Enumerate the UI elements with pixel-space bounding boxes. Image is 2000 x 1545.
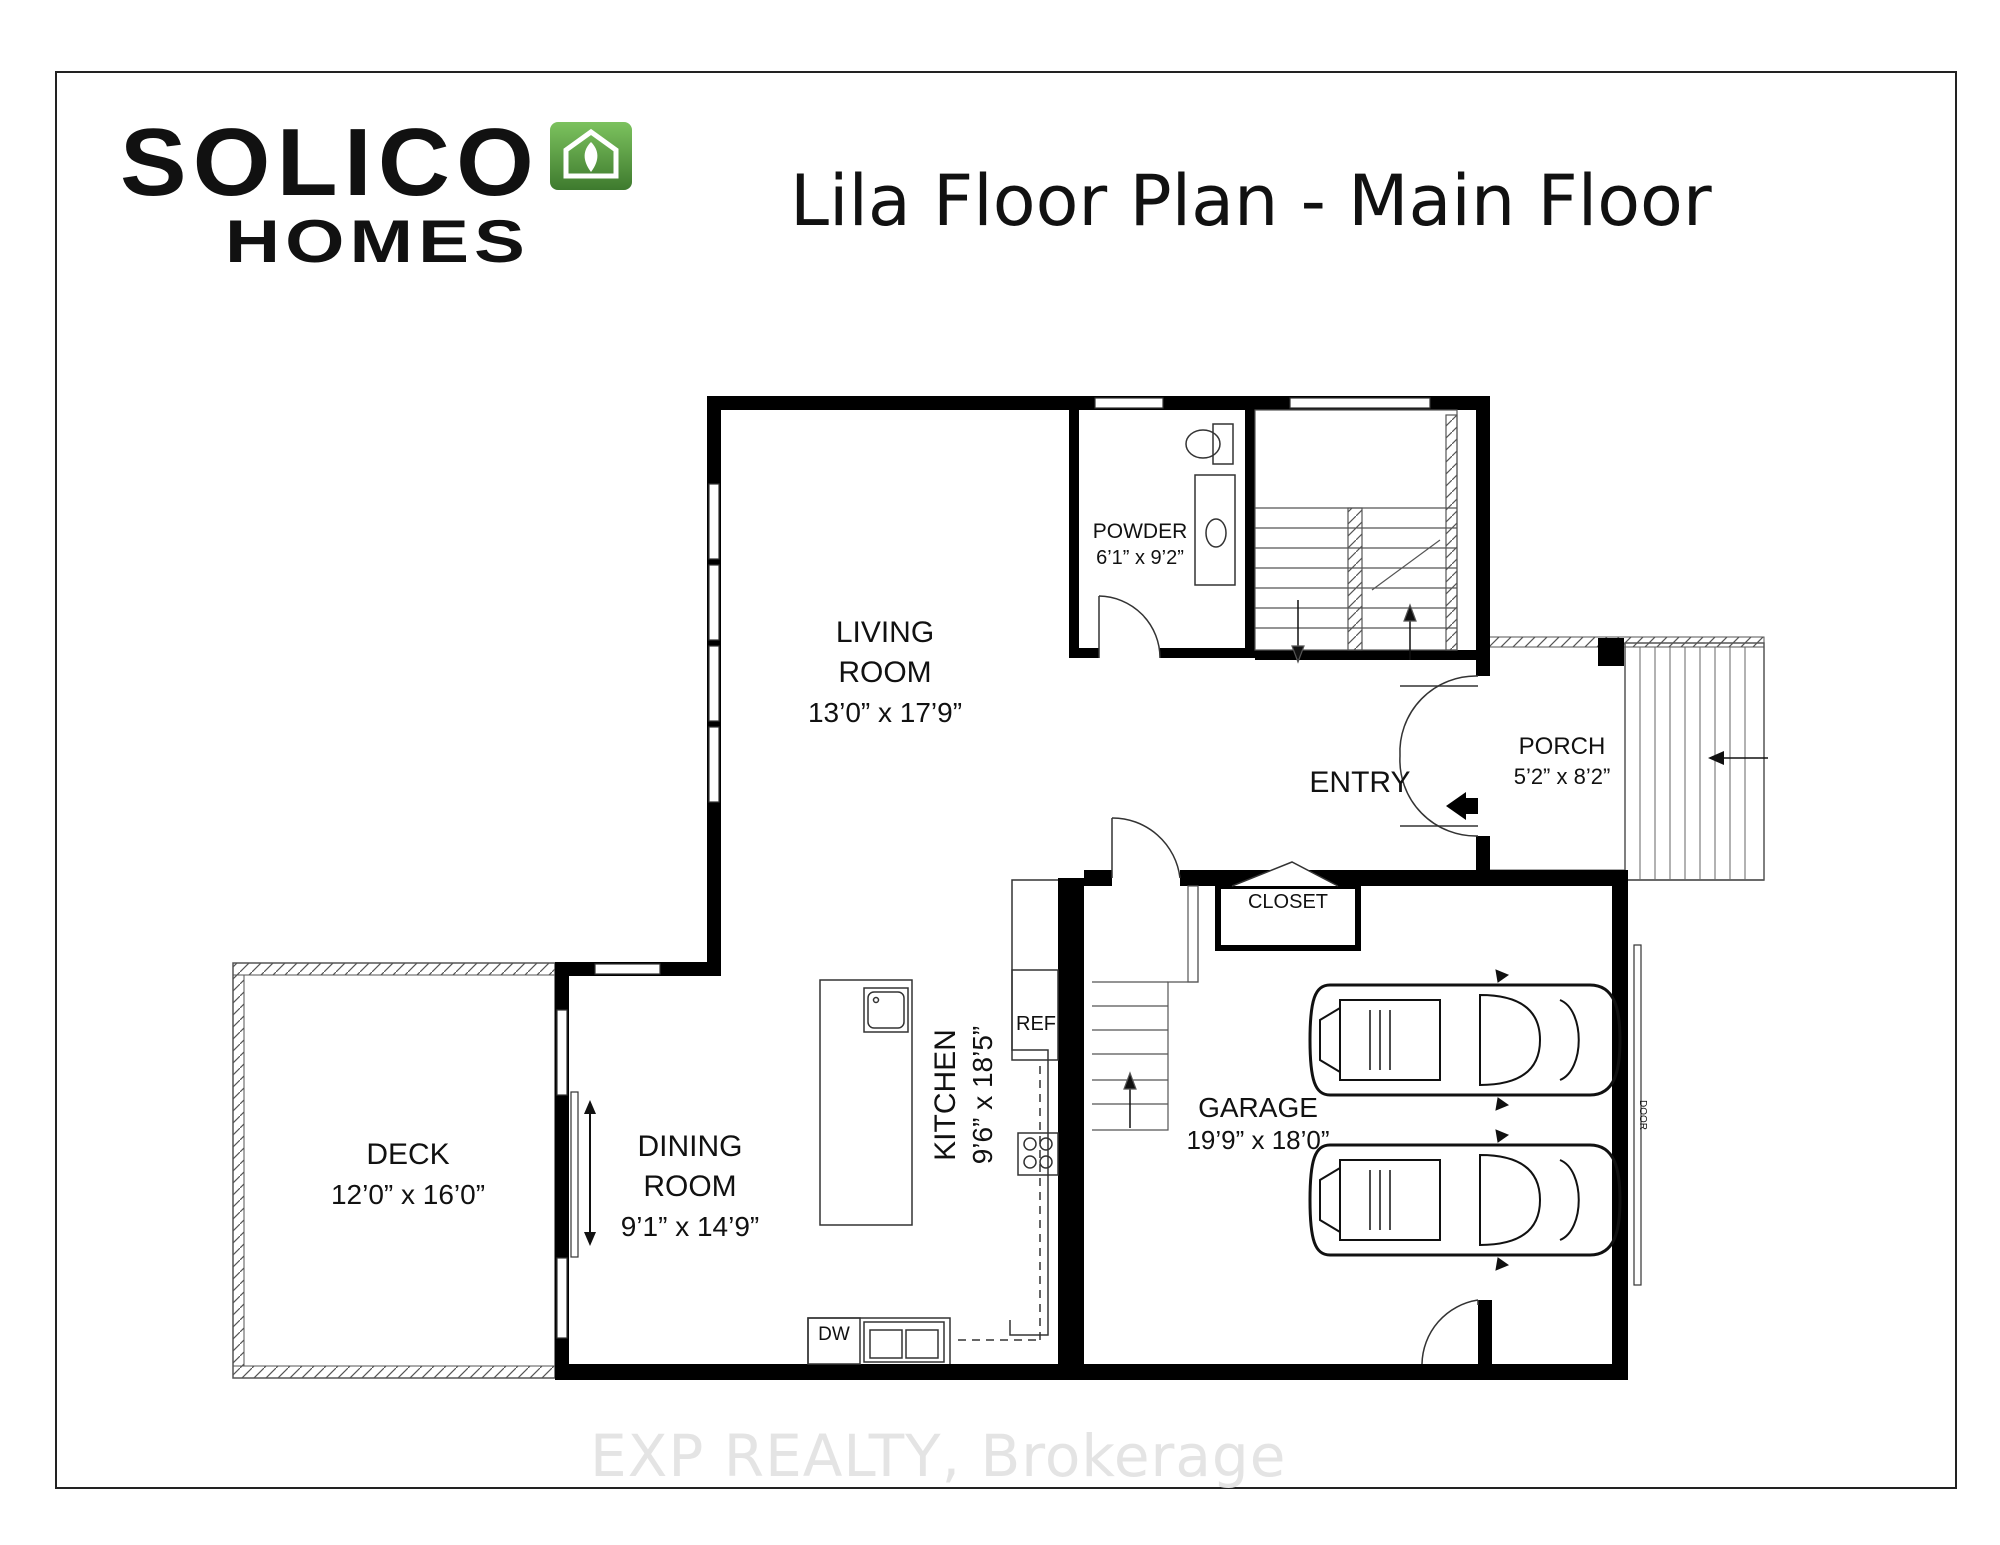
deck-name: DECK: [366, 1138, 449, 1171]
logo-wordmark: SOLICO: [120, 109, 540, 216]
entry-doors: [1399, 675, 1479, 837]
kitchen-fixtures: [807, 879, 1059, 1365]
car-top: [1308, 969, 1622, 1111]
page-frame: [55, 71, 1957, 1489]
garage-name: GARAGE: [1198, 1092, 1318, 1123]
porch-dims: 5’2” x 8’2”: [1514, 764, 1611, 789]
stair-down-arrow-icon: [1291, 645, 1305, 664]
garage-overhead-door: [1633, 944, 1642, 1286]
living-room-name-2: ROOM: [838, 656, 931, 689]
dining-room-name-1: DINING: [638, 1130, 743, 1163]
main-stairs: [1254, 409, 1458, 664]
car-bottom: [1308, 1129, 1622, 1271]
brokerage-watermark: EXP REALTY, Brokerage: [590, 1422, 1287, 1490]
logo-subtitle: HOMES: [225, 208, 530, 275]
windows: [556, 397, 1431, 1339]
garage-dims: 19’9” x 18’0”: [1186, 1125, 1329, 1155]
stair-up-arrow-icon: [1403, 603, 1417, 622]
powder-room-dims: 6’1” x 9’2”: [1096, 547, 1184, 569]
garage-stair-arrow-icon: [1123, 1071, 1137, 1090]
room-labels: LIVING ROOM 13’0” x 17’9” POWDER 6’1” x …: [331, 520, 1648, 1345]
living-room-dims: 13’0” x 17’9”: [808, 697, 962, 728]
powder-fixtures: [1098, 423, 1236, 659]
ref-label: REF: [1016, 1013, 1056, 1035]
deck: [232, 962, 556, 1379]
garage-door-label: DOOR: [1637, 1100, 1648, 1130]
closet: [1215, 861, 1361, 951]
garage-side-door: [1421, 1299, 1479, 1365]
sliding-door: [570, 1091, 596, 1258]
dining-room-dims: 9’1” x 14’9”: [621, 1211, 760, 1242]
dining-room-name-2: ROOM: [643, 1170, 736, 1203]
dw-label: DW: [818, 1324, 850, 1345]
page-title: Lila Floor Plan - Main Floor: [790, 160, 1712, 242]
porch-name: PORCH: [1519, 733, 1606, 760]
garage-stairs: [1092, 885, 1199, 1131]
entry-arrow-icon: [1446, 792, 1466, 820]
garage-entry-door: [1111, 817, 1181, 879]
kitchen-name: KITCHEN: [929, 1029, 962, 1161]
closet-name: CLOSET: [1248, 891, 1328, 913]
kitchen-dims: 9’6” x 18’5”: [967, 1026, 998, 1165]
porch: [1487, 636, 1768, 881]
deck-dims: 12’0” x 16’0”: [331, 1179, 485, 1210]
porch-stair-arrow-icon: [1708, 751, 1724, 765]
house-leaf-icon: [550, 122, 632, 190]
entry-name: ENTRY: [1309, 766, 1410, 799]
company-logo: SOLICO HOMES: [120, 109, 632, 275]
powder-room-name: POWDER: [1093, 520, 1188, 543]
living-room-name-1: LIVING: [836, 616, 934, 649]
